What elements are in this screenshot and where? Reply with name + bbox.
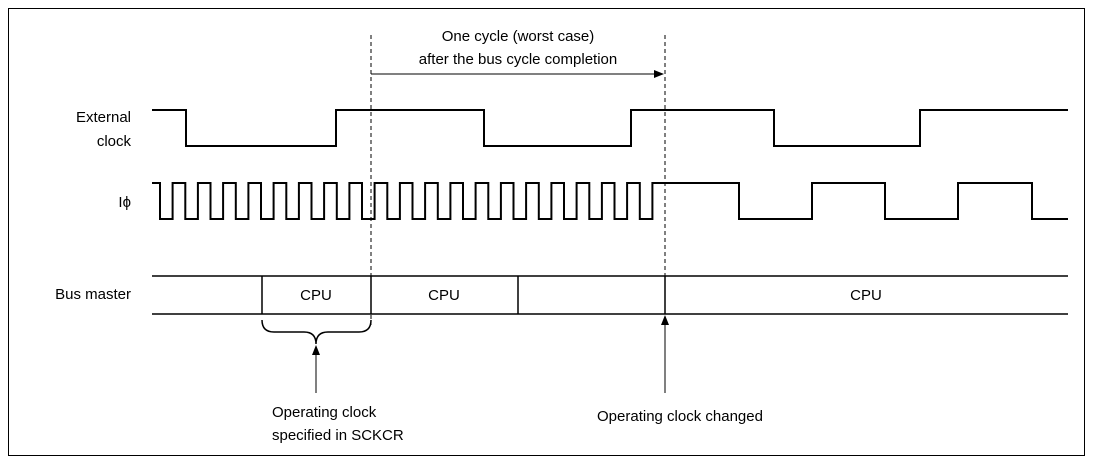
i-phi-waveform <box>152 182 1068 220</box>
operating-clock-specified-line2: specified in SCKCR <box>272 427 404 444</box>
external-clock-label-line2: clock <box>97 133 132 150</box>
external-clock-waveform <box>152 109 1068 147</box>
bus-segment-cpu-3: CPU <box>850 287 882 304</box>
one-cycle-label-line2: after the bus cycle completion <box>419 51 617 68</box>
one-cycle-label-line1: One cycle (worst case) <box>442 28 595 45</box>
operating-clock-brace <box>261 319 372 345</box>
bus-segment-cpu-2: CPU <box>428 287 460 304</box>
bus-segment-cpu-1: CPU <box>300 287 332 304</box>
external-clock-label-line1: External <box>76 109 131 126</box>
operating-clock-specified-line1: Operating clock <box>272 404 377 421</box>
diagram-frame <box>8 8 1085 456</box>
operating-clock-changed-label: Operating clock changed <box>597 408 763 425</box>
i-phi-label: Iϕ <box>118 194 131 211</box>
bus-master-label: Bus master <box>55 286 131 303</box>
